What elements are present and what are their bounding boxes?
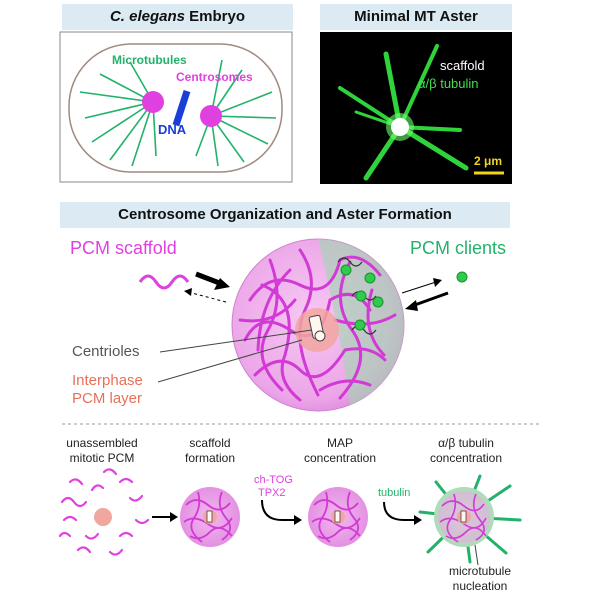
nucleation-line1: microtubule bbox=[448, 564, 512, 578]
step3-graphic bbox=[308, 487, 368, 547]
step1-label: unassembled mitotic PCM bbox=[52, 436, 152, 466]
microtubules-label: Microtubules bbox=[112, 53, 187, 67]
interphase-label-2: PCM layer bbox=[72, 390, 143, 407]
pcm-scaffold-label: PCM scaffold bbox=[70, 238, 177, 258]
step1-centriole bbox=[94, 508, 112, 526]
step4-label-line1: α/β tubulin bbox=[438, 436, 494, 450]
step2-arrowhead bbox=[294, 515, 302, 525]
pcm-client-dots bbox=[340, 264, 384, 331]
free-client-dot bbox=[456, 271, 468, 283]
step1-arrowhead bbox=[170, 512, 178, 522]
step4-label: α/β tubulin concentration bbox=[416, 436, 516, 466]
centriole-2 bbox=[314, 330, 326, 342]
left-centrosome bbox=[142, 91, 164, 113]
aster-scaffold-spot bbox=[391, 118, 409, 136]
centrioles-label: Centrioles bbox=[72, 343, 140, 360]
scaffold-in-arrow-shaft bbox=[195, 271, 223, 287]
maps-label-1: ch-TOG bbox=[254, 474, 293, 486]
step1-label-line2: mitotic PCM bbox=[69, 451, 135, 465]
interphase-label-1: Interphase bbox=[72, 372, 143, 389]
step3-label: MAP concentration bbox=[290, 436, 390, 466]
aster-panel-title: Minimal MT Aster bbox=[320, 4, 512, 30]
step3-label-line1: MAP bbox=[326, 436, 353, 450]
step4-label-line2: concentration bbox=[429, 451, 503, 465]
step4-graphic bbox=[418, 474, 522, 564]
client-out-arrowhead bbox=[433, 278, 442, 287]
scaffold-squiggle bbox=[138, 274, 190, 290]
tubulin-transition-label: tubulin bbox=[378, 487, 411, 499]
step2-label-line1: scaffold bbox=[189, 436, 231, 450]
step2-graphic bbox=[180, 487, 240, 547]
centrioles-pointer bbox=[159, 329, 313, 353]
step2-label: scaffold formation bbox=[160, 436, 260, 466]
scale-bar-label: 2 μm bbox=[474, 154, 503, 168]
nucleation-label: microtubule nucleation bbox=[430, 564, 530, 594]
scaffold-label: scaffold bbox=[440, 58, 485, 73]
nucleation-pointer bbox=[474, 544, 479, 566]
scaffold-out-arrowhead bbox=[184, 288, 192, 296]
tubulin-label: α/β tubulin bbox=[418, 76, 479, 91]
step1-label-line1: unassembled bbox=[66, 436, 138, 450]
client-in-arrowhead bbox=[405, 300, 418, 311]
step3-arrowhead bbox=[414, 515, 422, 525]
maps-label-2: TPX2 bbox=[258, 487, 286, 499]
dna-label: DNA bbox=[158, 122, 187, 137]
embryo-panel-title: C. elegans Embryo bbox=[62, 4, 293, 30]
step2-label-line2: formation bbox=[184, 451, 236, 465]
step3-label-line2: concentration bbox=[303, 451, 377, 465]
client-in-arrow bbox=[411, 291, 449, 308]
step1-graphic bbox=[58, 468, 150, 556]
nucleation-line2: nucleation bbox=[452, 579, 508, 593]
scaffold-out-arrow bbox=[187, 291, 227, 303]
client-out-arrow bbox=[401, 281, 437, 294]
aster-micrograph bbox=[320, 32, 512, 184]
step3-arrow bbox=[383, 501, 416, 521]
centrosomes-label: Centrosomes bbox=[176, 70, 253, 84]
embryo-title-italic: C. elegans bbox=[109, 8, 185, 25]
step2-arrow bbox=[261, 499, 296, 521]
embryo-title-rest: Embryo bbox=[185, 8, 246, 25]
main-title: Centrosome Organization and Aster Format… bbox=[60, 202, 510, 228]
interphase-pointer bbox=[157, 339, 303, 383]
dna-bar bbox=[172, 89, 191, 127]
scaffold-in-arrowhead bbox=[214, 278, 230, 290]
right-centrosome bbox=[200, 105, 222, 127]
pcm-clients-label: PCM clients bbox=[410, 238, 507, 258]
